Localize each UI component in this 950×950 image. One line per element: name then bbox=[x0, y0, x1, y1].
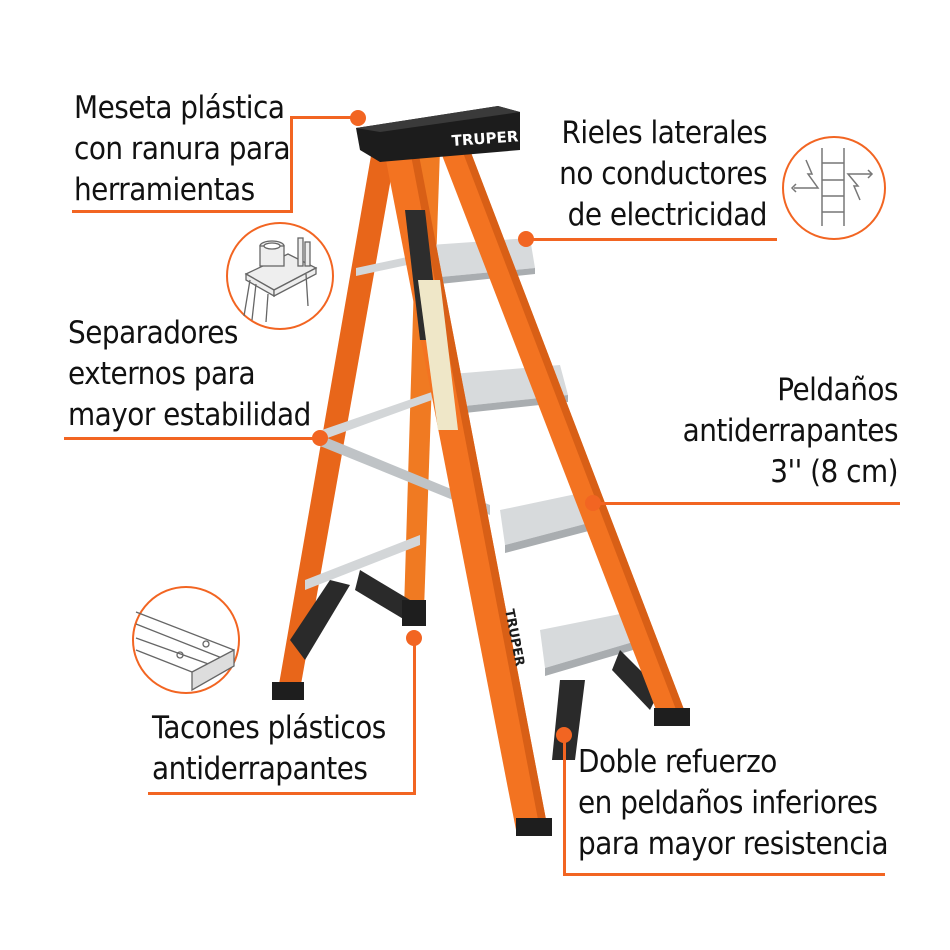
callout-dot-feet bbox=[406, 630, 422, 646]
callout-line-reinforcement-v bbox=[563, 735, 566, 875]
callout-top-cap: Meseta plástica con ranura para herramie… bbox=[74, 88, 291, 211]
top-cap bbox=[356, 106, 520, 162]
callout-side-rails-line-2: no conductores bbox=[559, 156, 767, 192]
callout-side-rails-line-1: Rieles laterales bbox=[561, 115, 767, 151]
callout-line-feet-v bbox=[413, 638, 416, 794]
callout-line-feet-h bbox=[148, 792, 416, 795]
tool-tray-icon bbox=[226, 222, 334, 330]
callout-feet: Tacones plásticos antiderrapantes bbox=[152, 708, 386, 790]
non-conductive-ladder-icon bbox=[782, 136, 886, 240]
callout-reinforcement-line-2: en peldaños inferiores bbox=[578, 785, 878, 821]
callout-steps-line-3: 3'' (8 cm) bbox=[770, 454, 898, 490]
callout-line-spreaders bbox=[64, 437, 322, 440]
callout-feet-line-2: antiderrapantes bbox=[152, 751, 368, 787]
callout-spreaders-line-3: mayor estabilidad bbox=[68, 397, 311, 433]
callout-dot-reinforcement bbox=[556, 727, 572, 743]
callout-dot-side-rails bbox=[518, 231, 534, 247]
anti-slip-step-icon bbox=[132, 586, 240, 694]
callout-feet-line-1: Tacones plásticos bbox=[152, 710, 386, 746]
callout-line-top-cap-h1 bbox=[290, 116, 358, 119]
top-cap-brand: TRUPER bbox=[451, 127, 519, 150]
callout-line-top-cap-h2 bbox=[72, 210, 293, 213]
callout-line-steps bbox=[595, 502, 900, 505]
callout-steps: Peldaños antiderrapantes 3'' (8 cm) bbox=[682, 370, 899, 493]
callout-dot-top-cap bbox=[350, 110, 366, 126]
callout-line-side-rails bbox=[525, 238, 777, 241]
rear-left-leg bbox=[278, 150, 396, 690]
callout-side-rails-line-3: de electricidad bbox=[567, 197, 768, 233]
callout-line-top-cap-v bbox=[290, 116, 293, 212]
callout-spreaders-line-1: Separadores bbox=[68, 315, 238, 351]
callout-reinforcement: Doble refuerzo en peldaños inferiores pa… bbox=[578, 742, 889, 865]
callout-top-cap-line-3: herramientas bbox=[74, 172, 255, 208]
callout-spreaders: Separadores externos para mayor estabili… bbox=[68, 313, 311, 436]
callout-side-rails: Rieles laterales no conductores de elect… bbox=[559, 113, 767, 236]
callout-top-cap-line-2: con ranura para bbox=[74, 131, 291, 167]
callout-dot-spreaders bbox=[312, 430, 328, 446]
callout-top-cap-line-1: Meseta plástica bbox=[74, 90, 285, 126]
callout-reinforcement-line-1: Doble refuerzo bbox=[578, 744, 777, 780]
callout-reinforcement-line-3: para mayor resistencia bbox=[578, 826, 889, 862]
callout-steps-line-1: Peldaños bbox=[777, 372, 898, 408]
callout-spreaders-line-2: externos para bbox=[68, 356, 256, 392]
callout-line-reinforcement-h bbox=[563, 873, 885, 876]
callout-dot-steps bbox=[585, 495, 601, 511]
callout-steps-line-2: antiderrapantes bbox=[682, 413, 899, 449]
